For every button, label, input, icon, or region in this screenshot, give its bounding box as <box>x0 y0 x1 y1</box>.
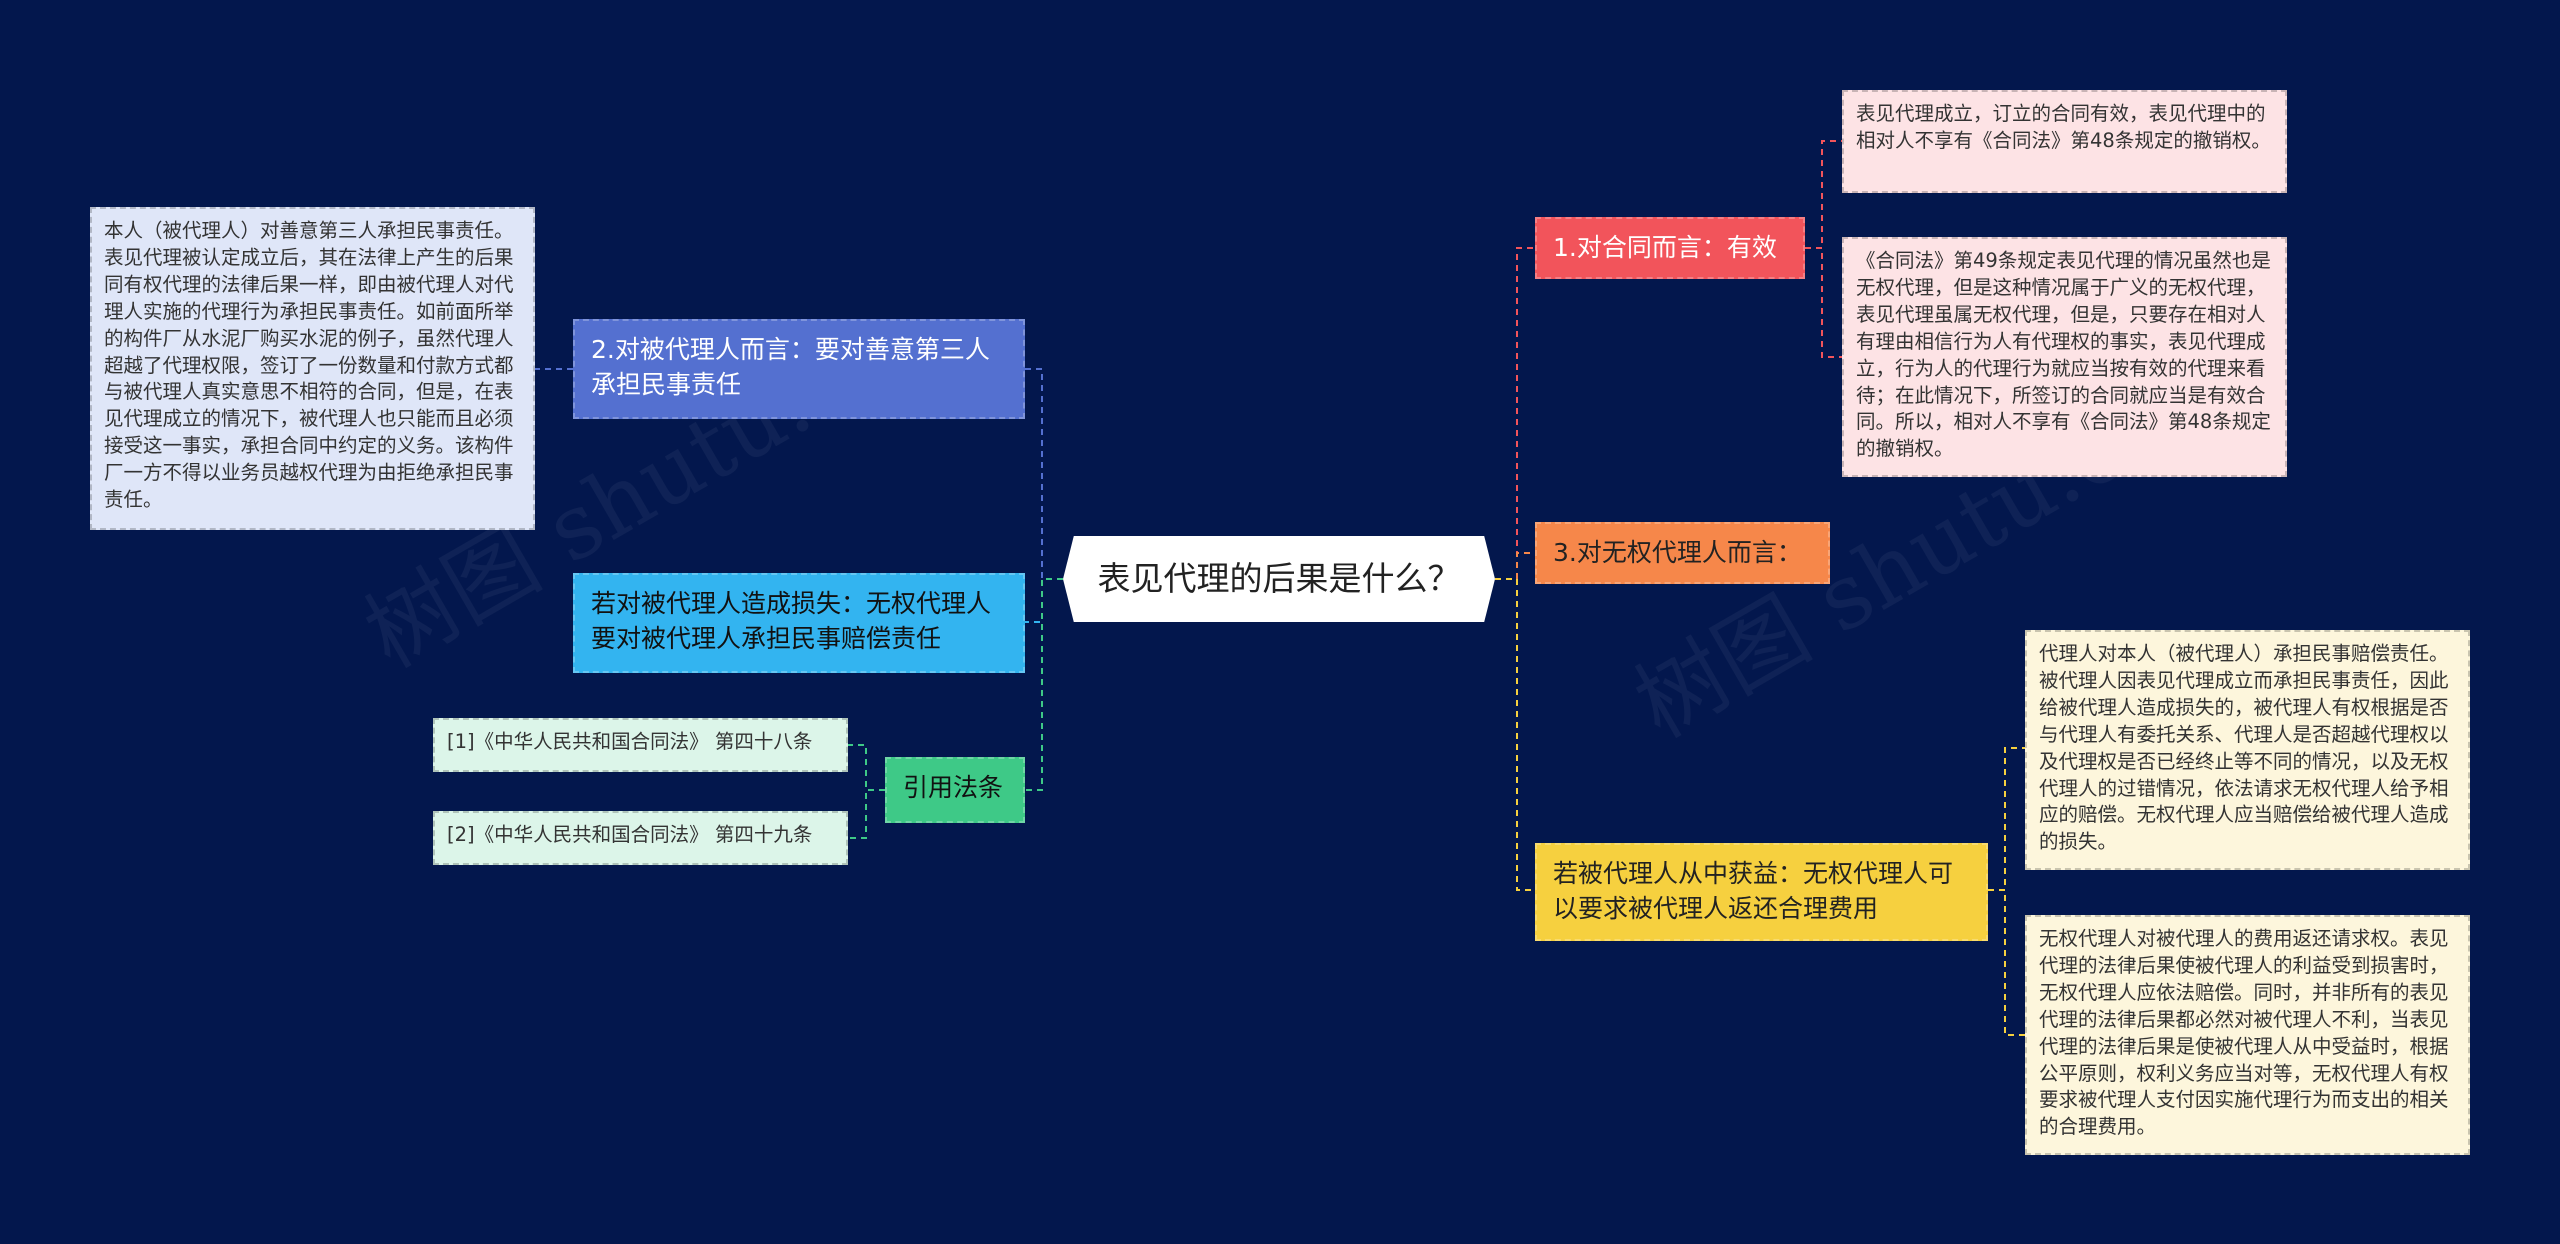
link-principal <box>1025 368 1063 580</box>
link-law-leaf1 <box>848 744 885 791</box>
link-contract <box>1495 247 1535 580</box>
branch-benefit[interactable]: 若被代理人从中获益：无权代理人可以要求被代理人返还合理费用 <box>1535 843 1988 941</box>
leaf-contract-1: 表见代理成立，订立的合同有效，表见代理中的相对人不享有《合同法》第48条规定的撤… <box>1842 90 2287 193</box>
central-topic[interactable]: 表见代理的后果是什么？ <box>1063 536 1495 622</box>
leaf-contract-2: 《合同法》第49条规定表见代理的情况虽然也是无权代理，但是这种情况属于广义的无权… <box>1842 237 2287 477</box>
link-law-leaf2 <box>848 789 885 839</box>
link-benefit <box>1495 578 1535 891</box>
link-benefit-leaf2 <box>1988 889 2025 1036</box>
branch-loss[interactable]: 若对被代理人造成损失：无权代理人要对被代理人承担民事赔偿责任 <box>573 573 1025 673</box>
leaf-principal-1: 本人（被代理人）对善意第三人承担民事责任。表见代理被认定成立后，其在法律上产生的… <box>90 207 535 530</box>
leaf-law-1[interactable]: [1]《中华人民共和国合同法》 第四十八条 <box>433 718 848 772</box>
link-contract-leaf1 <box>1805 140 1842 249</box>
link-benefit-leaf1 <box>1988 747 2025 891</box>
link-law <box>1025 578 1063 791</box>
branch-law[interactable]: 引用法条 <box>885 757 1025 823</box>
branch-unauthorized[interactable]: 3.对无权代理人而言： <box>1535 522 1830 584</box>
branch-contract[interactable]: 1.对合同而言：有效 <box>1535 217 1805 279</box>
leaf-law-2[interactable]: [2]《中华人民共和国合同法》 第四十九条 <box>433 811 848 865</box>
leaf-benefit-1: 代理人对本人（被代理人）承担民事赔偿责任。被代理人因表见代理成立而承担民事责任，… <box>2025 630 2470 870</box>
leaf-benefit-2: 无权代理人对被代理人的费用返还请求权。表见代理的法律后果使被代理人的利益受到损害… <box>2025 915 2470 1155</box>
link-unauthorized <box>1495 552 1535 580</box>
branch-principal[interactable]: 2.对被代理人而言：要对善意第三人承担民事责任 <box>573 319 1025 419</box>
link-contract-leaf2 <box>1805 247 1842 358</box>
link-loss <box>1025 578 1063 623</box>
